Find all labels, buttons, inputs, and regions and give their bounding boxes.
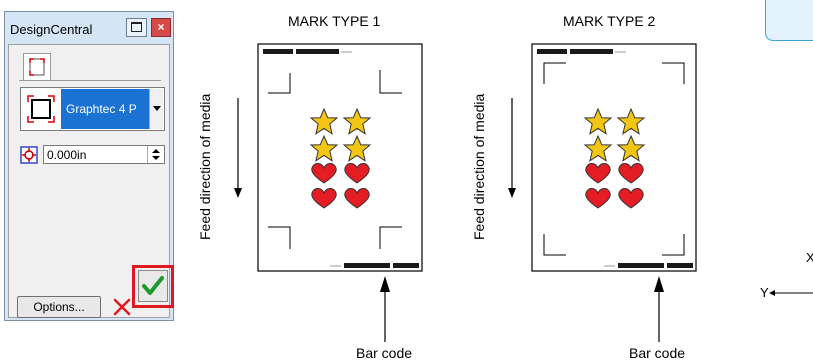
barcode-pointer-1 [380,276,390,342]
cancel-x-icon[interactable] [113,298,131,316]
dropdown-selected: Graphtec 4 P [61,89,150,129]
barcode-label-2: Bar code [629,345,686,361]
y-axis-arrow [769,290,813,296]
x-axis-label: X [806,250,813,265]
mark-type-1-heading: MARK TYPE 1 [288,13,381,29]
tab-divider [19,80,161,81]
stepper-down-icon[interactable] [152,156,160,160]
panel-titlebar[interactable]: DesignCentral × [5,12,173,42]
close-button[interactable]: × [151,18,171,37]
dropdown-value: Graphtec 4 P [66,102,137,116]
feed-arrow-2 [508,98,516,198]
ok-button[interactable] [138,270,168,302]
mark-square-icon [27,95,55,123]
sheet-mark-type-1 [257,43,423,272]
feed-arrow-1 [234,98,242,198]
mark-type-dropdown[interactable]: Graphtec 4 P [20,87,165,131]
offset-value: 0.000in [47,148,87,162]
barcode-label-1: Bar code [356,345,413,361]
tab-registration-marks[interactable] [23,53,51,81]
registration-marks-icon [29,58,45,76]
mark-type-2-heading: MARK TYPE 2 [563,13,656,29]
stepper-up-icon[interactable] [152,149,160,153]
maximize-button[interactable] [126,18,147,37]
chevron-down-icon[interactable] [149,89,163,129]
sheet-mark-type-2 [531,43,697,272]
offset-stepper[interactable] [147,146,164,163]
offset-field[interactable]: 0.000in [43,145,165,164]
offset-target-icon [20,146,38,164]
callout-box [765,0,813,41]
panel-title: DesignCentral [10,22,93,37]
checkmark-icon [142,276,164,295]
y-axis-label: Y [760,285,769,300]
barcode-pointer-2 [654,276,664,342]
ok-highlight-box [132,265,174,308]
options-button[interactable]: Options... [17,296,101,318]
